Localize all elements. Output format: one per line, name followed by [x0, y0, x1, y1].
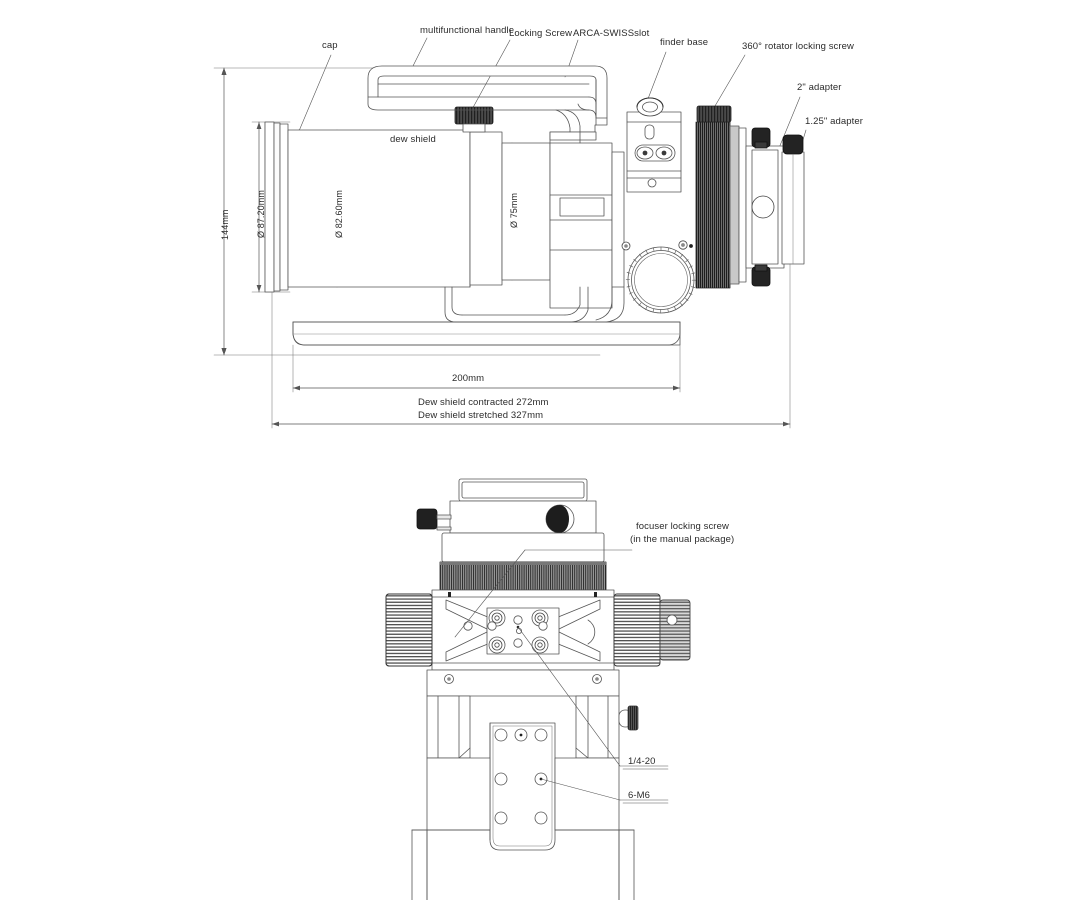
callout-1-25in-adapter: 1.25" adapter [805, 116, 864, 127]
dim-dovetail-length [292, 344, 681, 393]
callout-leaders-bottom [454, 549, 669, 804]
callout-leaders-top [298, 37, 807, 186]
dim-text-dewshield-diameter: Ø 82.60mm [334, 190, 344, 238]
callout-rotator-locking-screw: 360° rotator locking screw [742, 41, 855, 52]
callout-cap: cap [322, 40, 338, 51]
callout-arca-swiss-slot: ARCA-SWISSslot [573, 28, 650, 39]
one-twentyfive-inch-adapter [781, 134, 805, 265]
rotator-band [695, 105, 747, 289]
callout-dew-shield: dew shield [390, 134, 436, 145]
finder-base [626, 97, 682, 193]
dim-overall-height [221, 67, 227, 356]
two-inch-adapter [745, 127, 785, 287]
dovetail-bar [292, 321, 681, 346]
dew-shield [287, 129, 471, 288]
lens-cap [264, 121, 289, 293]
callout-locking-screw: Locking Screw [509, 28, 573, 39]
focuser-knob-left [385, 593, 433, 667]
dim-overall-length [271, 263, 791, 429]
focuser-knob-right [613, 593, 691, 667]
callout-multifunctional-handle: multifunctional handle [420, 25, 515, 36]
dim-text-length-stretched: Dew shield stretched 327mm [418, 410, 544, 421]
callout-focuser-locking-screw-line1: focuser locking screw [636, 521, 729, 532]
focus-knob-wheel [625, 246, 696, 314]
rotator-band-front [439, 561, 607, 591]
arca-swiss-slot [549, 117, 608, 144]
callout-six-m6-thread: 6-M6 [628, 790, 651, 801]
callout-finder-base: finder base [660, 37, 709, 48]
focuser-body-side [549, 142, 621, 309]
dim-text-cap-diameter: Ø 87.20mm [256, 190, 266, 238]
dim-text-tube-diameter: Ø 75mm [509, 192, 519, 228]
rear-cell-rings [416, 478, 605, 563]
mount-plate-front [411, 669, 639, 900]
callout-2in-adapter: 2" adapter [797, 82, 842, 93]
focuser-screws [621, 240, 693, 251]
multifunctional-handle [367, 65, 608, 119]
callout-quarter-twenty-thread: 1/4-20 [628, 756, 656, 767]
callout-focuser-locking-screw-line2: (in the manual package) [630, 534, 735, 545]
main-tube [469, 131, 551, 286]
dim-cap-diameter [256, 121, 262, 293]
dim-text-overall-height: 144mm [220, 209, 230, 240]
mounting-clamp-arms [444, 286, 625, 323]
dim-text-length-contracted: Dew shield contracted 272mm [418, 397, 549, 408]
dim-text-dovetail-length: 200mm [452, 373, 485, 384]
focuser-block-front [431, 589, 615, 671]
handle-right-bracket [555, 109, 581, 144]
tube-to-focuser-riser [611, 151, 625, 288]
locking-screw-knob [454, 106, 494, 133]
